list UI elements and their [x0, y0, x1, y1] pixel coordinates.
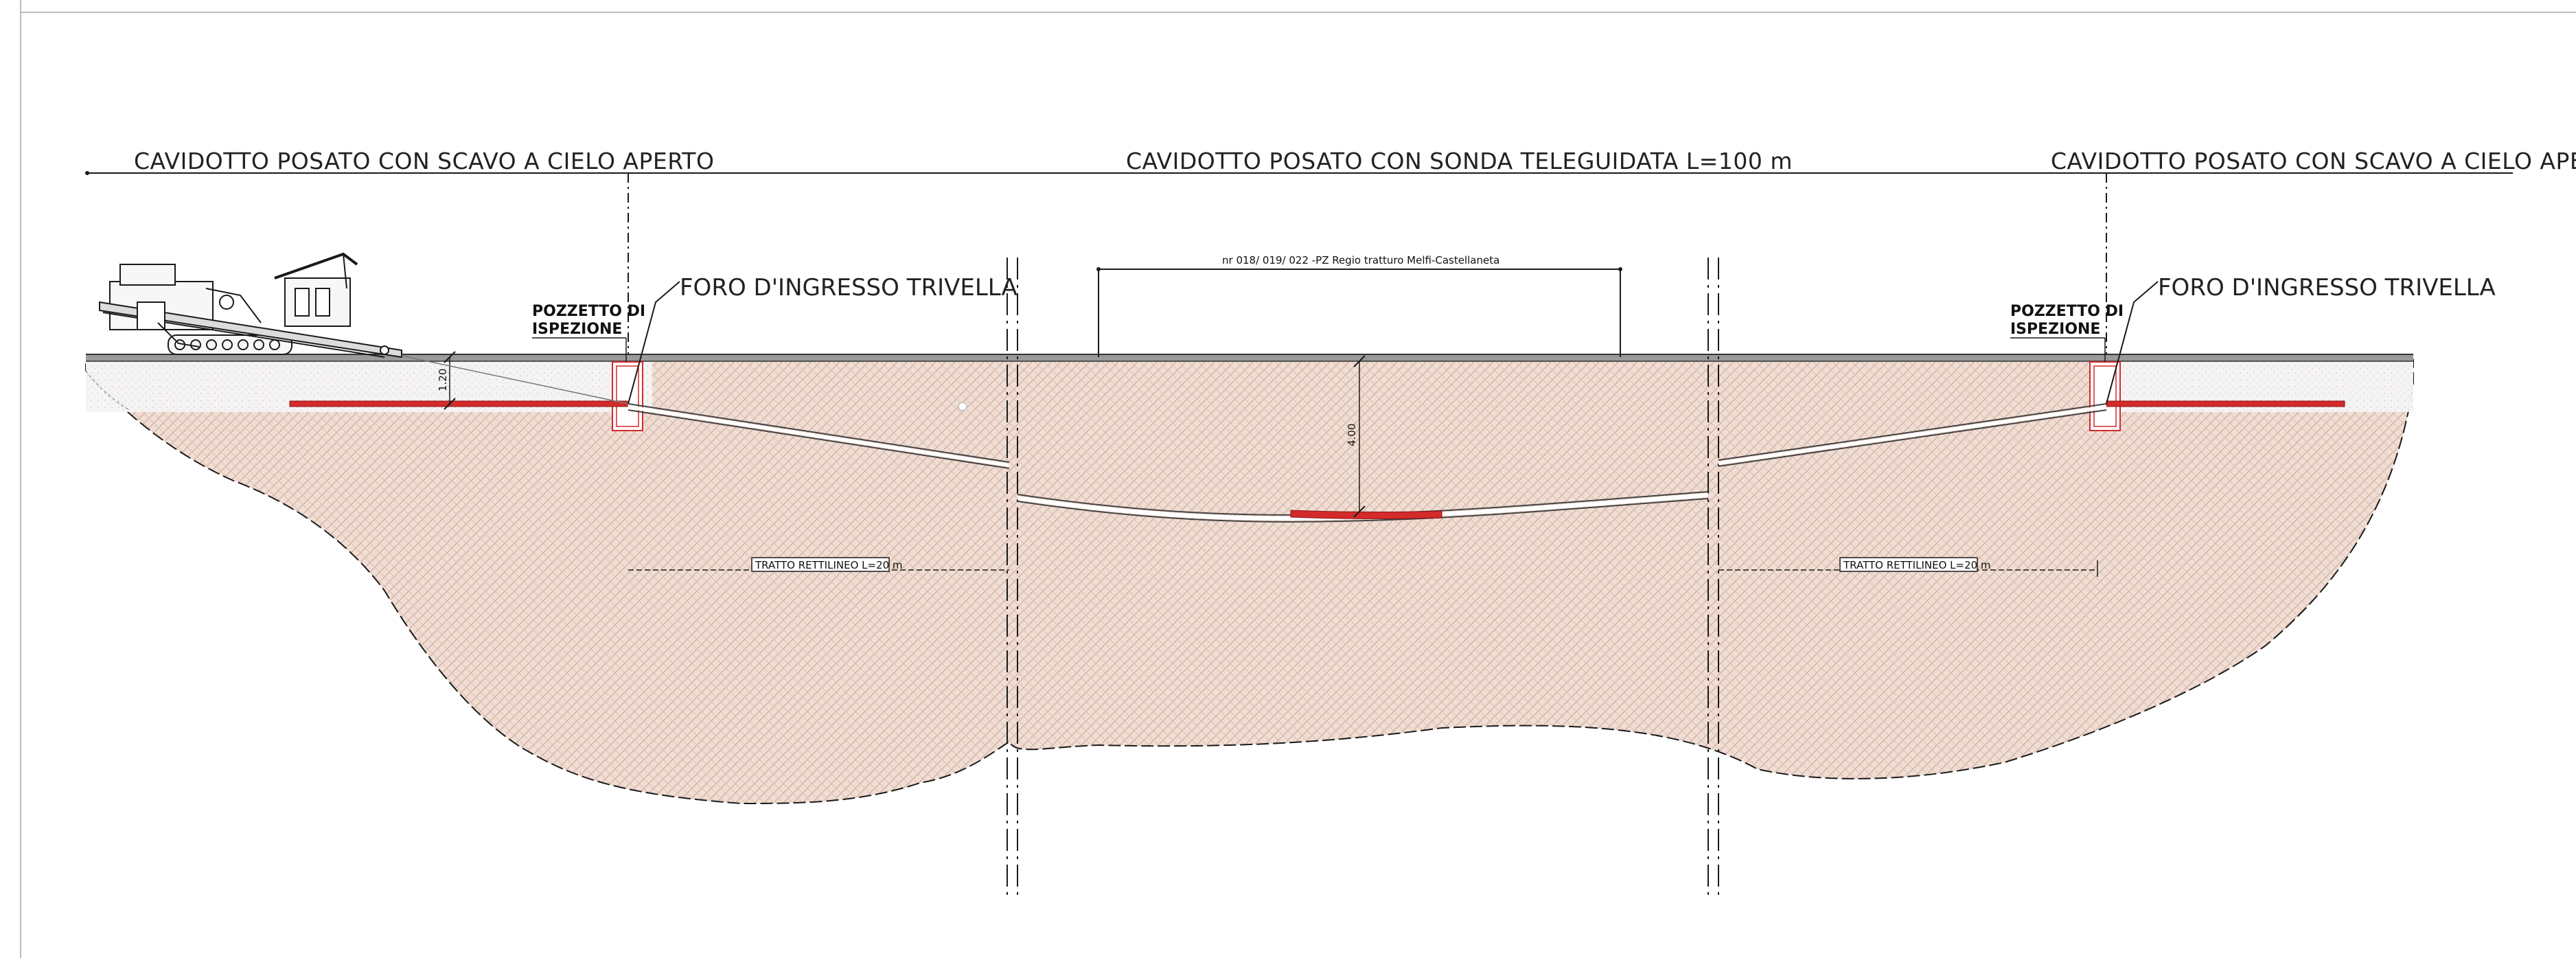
drill-entry-label-right: FORO D'INGRESSO TRIVELLA	[2158, 274, 2496, 301]
pit-depth-label: 1.20	[437, 369, 449, 391]
drill-entry-right: FORO D'INGRESSO TRIVELLA	[2106, 274, 2496, 404]
section-label-right: CAVIDOTTO POSATO CON SCAVO A CIELO APERT…	[2051, 148, 2576, 174]
road-label: nr 018/ 019/ 022 -PZ Regio tratturo Melf…	[1222, 254, 1499, 266]
section-label-center: CAVIDOTTO POSATO CON SONDA TELEGUIDATA L…	[1126, 148, 1793, 174]
inspection-pit-right: POZZETTO DI ISPEZIONE	[2010, 303, 2124, 431]
pit-label-left-1: POZZETTO DI	[532, 303, 645, 320]
bore-depth-dimension: 4.00	[1346, 355, 1366, 518]
sheet-frame	[20, 0, 2576, 958]
inspection-pit-left: POZZETTO DI ISPEZIONE	[532, 303, 645, 431]
section-label-left: CAVIDOTTO POSATO CON SCAVO A CIELO APERT…	[134, 148, 714, 174]
road-soil-zone	[1009, 360, 1713, 415]
bore-path-fill	[628, 405, 1009, 467]
survey-marker	[958, 402, 967, 411]
rig-drill-line	[401, 355, 629, 404]
cable-trench-right	[2106, 400, 2345, 407]
straight-segment-label-right: TRATTO RETTILINEO L=20 m	[1843, 559, 1991, 571]
pit-label-right-2: ISPEZIONE	[2010, 321, 2100, 338]
bore-depth-label: 4.00	[1346, 424, 1358, 446]
bore-path	[628, 403, 2107, 523]
cable-trench-left	[289, 400, 628, 407]
pit-depth-dimension: 1.20	[437, 351, 456, 410]
straight-segment-left: TRATTO RETTILINEO L=20 m	[628, 557, 1009, 572]
drill-entry-label-left: FORO D'INGRESSO TRIVELLA	[680, 274, 1017, 301]
ground-surface	[86, 354, 2413, 362]
road-dimension: nr 018/ 019/ 022 -PZ Regio tratturo Melf…	[1096, 254, 1622, 357]
soil-body	[85, 359, 2414, 805]
drill-entry-left: FORO D'INGRESSO TRIVELLA	[628, 274, 1017, 404]
cable-bore-segment	[1290, 510, 1442, 519]
straight-segment-label-left: TRATTO RETTILINEO L=20 m	[755, 559, 903, 571]
pit-label-right-1: POZZETTO DI	[2010, 303, 2124, 320]
straight-segment-right: TRATTO RETTILINEO L=20 m	[1718, 557, 2098, 577]
pit-label-left-2: ISPEZIONE	[532, 321, 622, 338]
drilling-rig-icon	[99, 252, 402, 358]
